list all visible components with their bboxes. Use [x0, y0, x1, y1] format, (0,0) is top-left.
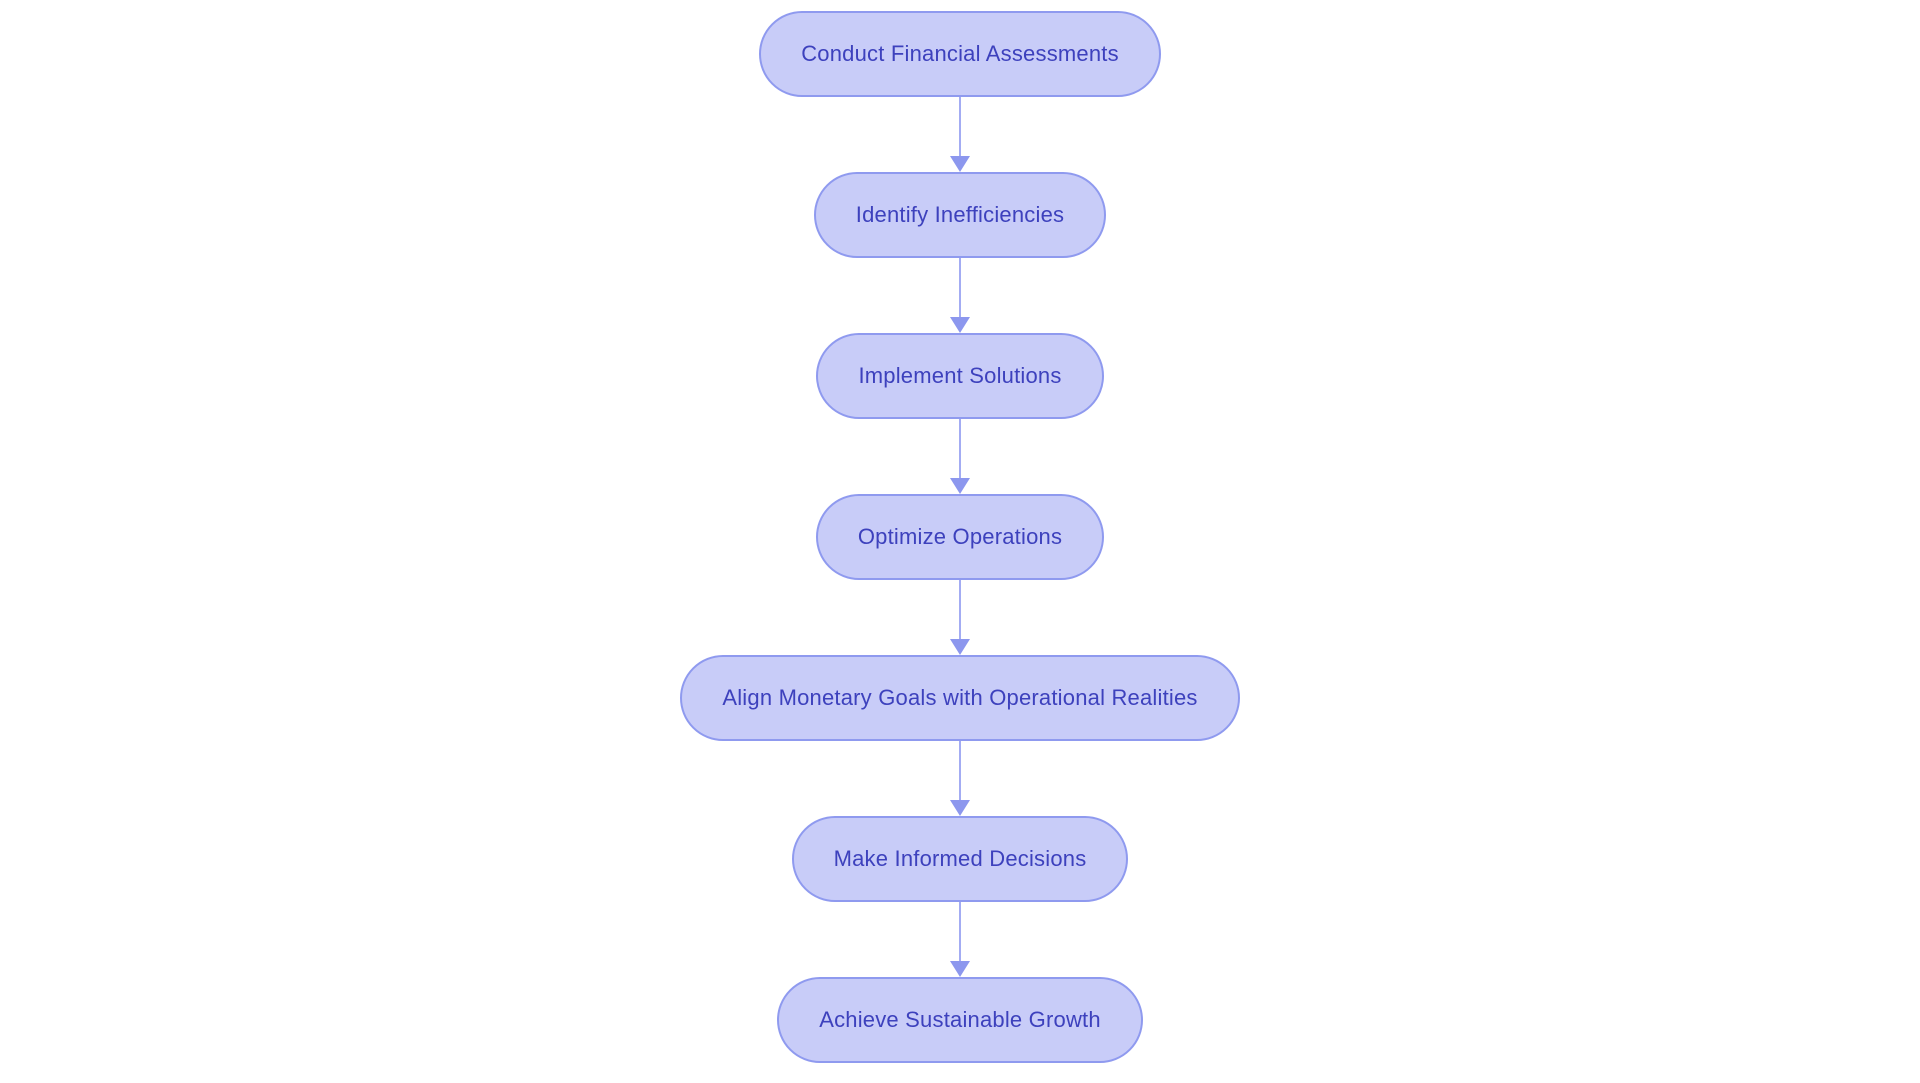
flow-node-achieve-sustainable-growth: Achieve Sustainable Growth [777, 977, 1143, 1063]
flow-node-conduct-financial-assessments: Conduct Financial Assessments [759, 11, 1161, 97]
flow-node-label: Make Informed Decisions [833, 846, 1087, 871]
down-arrow-connector [949, 419, 971, 494]
arrow-stem [959, 258, 961, 317]
down-arrow-connector [949, 580, 971, 655]
flow-node-make-informed-decisions: Make Informed Decisions [791, 816, 1129, 902]
flow-node-label: Identify Inefficiencies [855, 202, 1065, 227]
flow-node-implement-solutions: Implement Solutions [816, 333, 1104, 419]
flow-node-align-monetary-goals: Align Monetary Goals with Operational Re… [680, 655, 1240, 741]
down-arrow-connector [949, 97, 971, 172]
arrow-stem [959, 419, 961, 478]
down-arrow-connector [949, 258, 971, 333]
arrow-head-down-icon [950, 800, 970, 816]
flow-node-label: Conduct Financial Assessments [801, 41, 1119, 66]
arrow-stem [959, 580, 961, 639]
arrow-head-down-icon [950, 156, 970, 172]
flow-node-label: Optimize Operations [857, 524, 1063, 549]
flow-node-label: Align Monetary Goals with Operational Re… [722, 685, 1198, 710]
arrow-head-down-icon [950, 961, 970, 977]
arrow-stem [959, 97, 961, 156]
arrow-stem [959, 741, 961, 800]
arrow-head-down-icon [950, 317, 970, 333]
arrow-head-down-icon [950, 478, 970, 494]
flow-node-label: Implement Solutions [858, 363, 1062, 388]
down-arrow-connector [949, 902, 971, 977]
arrow-head-down-icon [950, 639, 970, 655]
flow-node-label: Achieve Sustainable Growth [819, 1007, 1101, 1032]
down-arrow-connector [949, 741, 971, 816]
arrow-stem [959, 902, 961, 961]
flow-node-optimize-operations: Optimize Operations [815, 494, 1105, 580]
flow-node-identify-inefficiencies: Identify Inefficiencies [813, 172, 1107, 258]
